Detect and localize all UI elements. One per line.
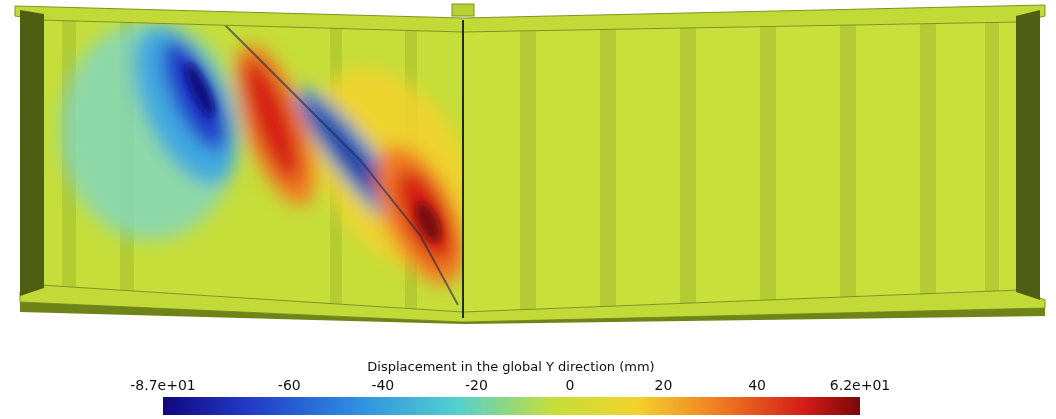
end-plate	[20, 10, 44, 296]
tick-label: 0	[566, 378, 575, 393]
tick-label: 20	[655, 378, 673, 393]
flange-underside	[463, 308, 1045, 324]
tick-label: -60	[278, 378, 301, 393]
color-bar	[163, 397, 860, 415]
flange-underside	[20, 302, 463, 324]
top-flange	[15, 5, 1045, 32]
load-plate	[452, 4, 474, 16]
tick-label: 6.2e+01	[830, 378, 890, 393]
tick-label: 40	[748, 378, 766, 393]
displacement-contours	[60, 11, 511, 305]
tick-label: -8.7e+01	[130, 378, 195, 393]
web-panel	[463, 22, 1020, 312]
stiffeners	[520, 23, 999, 312]
tick-label: -20	[465, 378, 488, 393]
midspan-stiffener	[462, 20, 464, 318]
colorbar-title: Displacement in the global Y direction (…	[367, 360, 654, 374]
end-plate	[1016, 10, 1040, 300]
tick-label: -40	[371, 378, 394, 393]
